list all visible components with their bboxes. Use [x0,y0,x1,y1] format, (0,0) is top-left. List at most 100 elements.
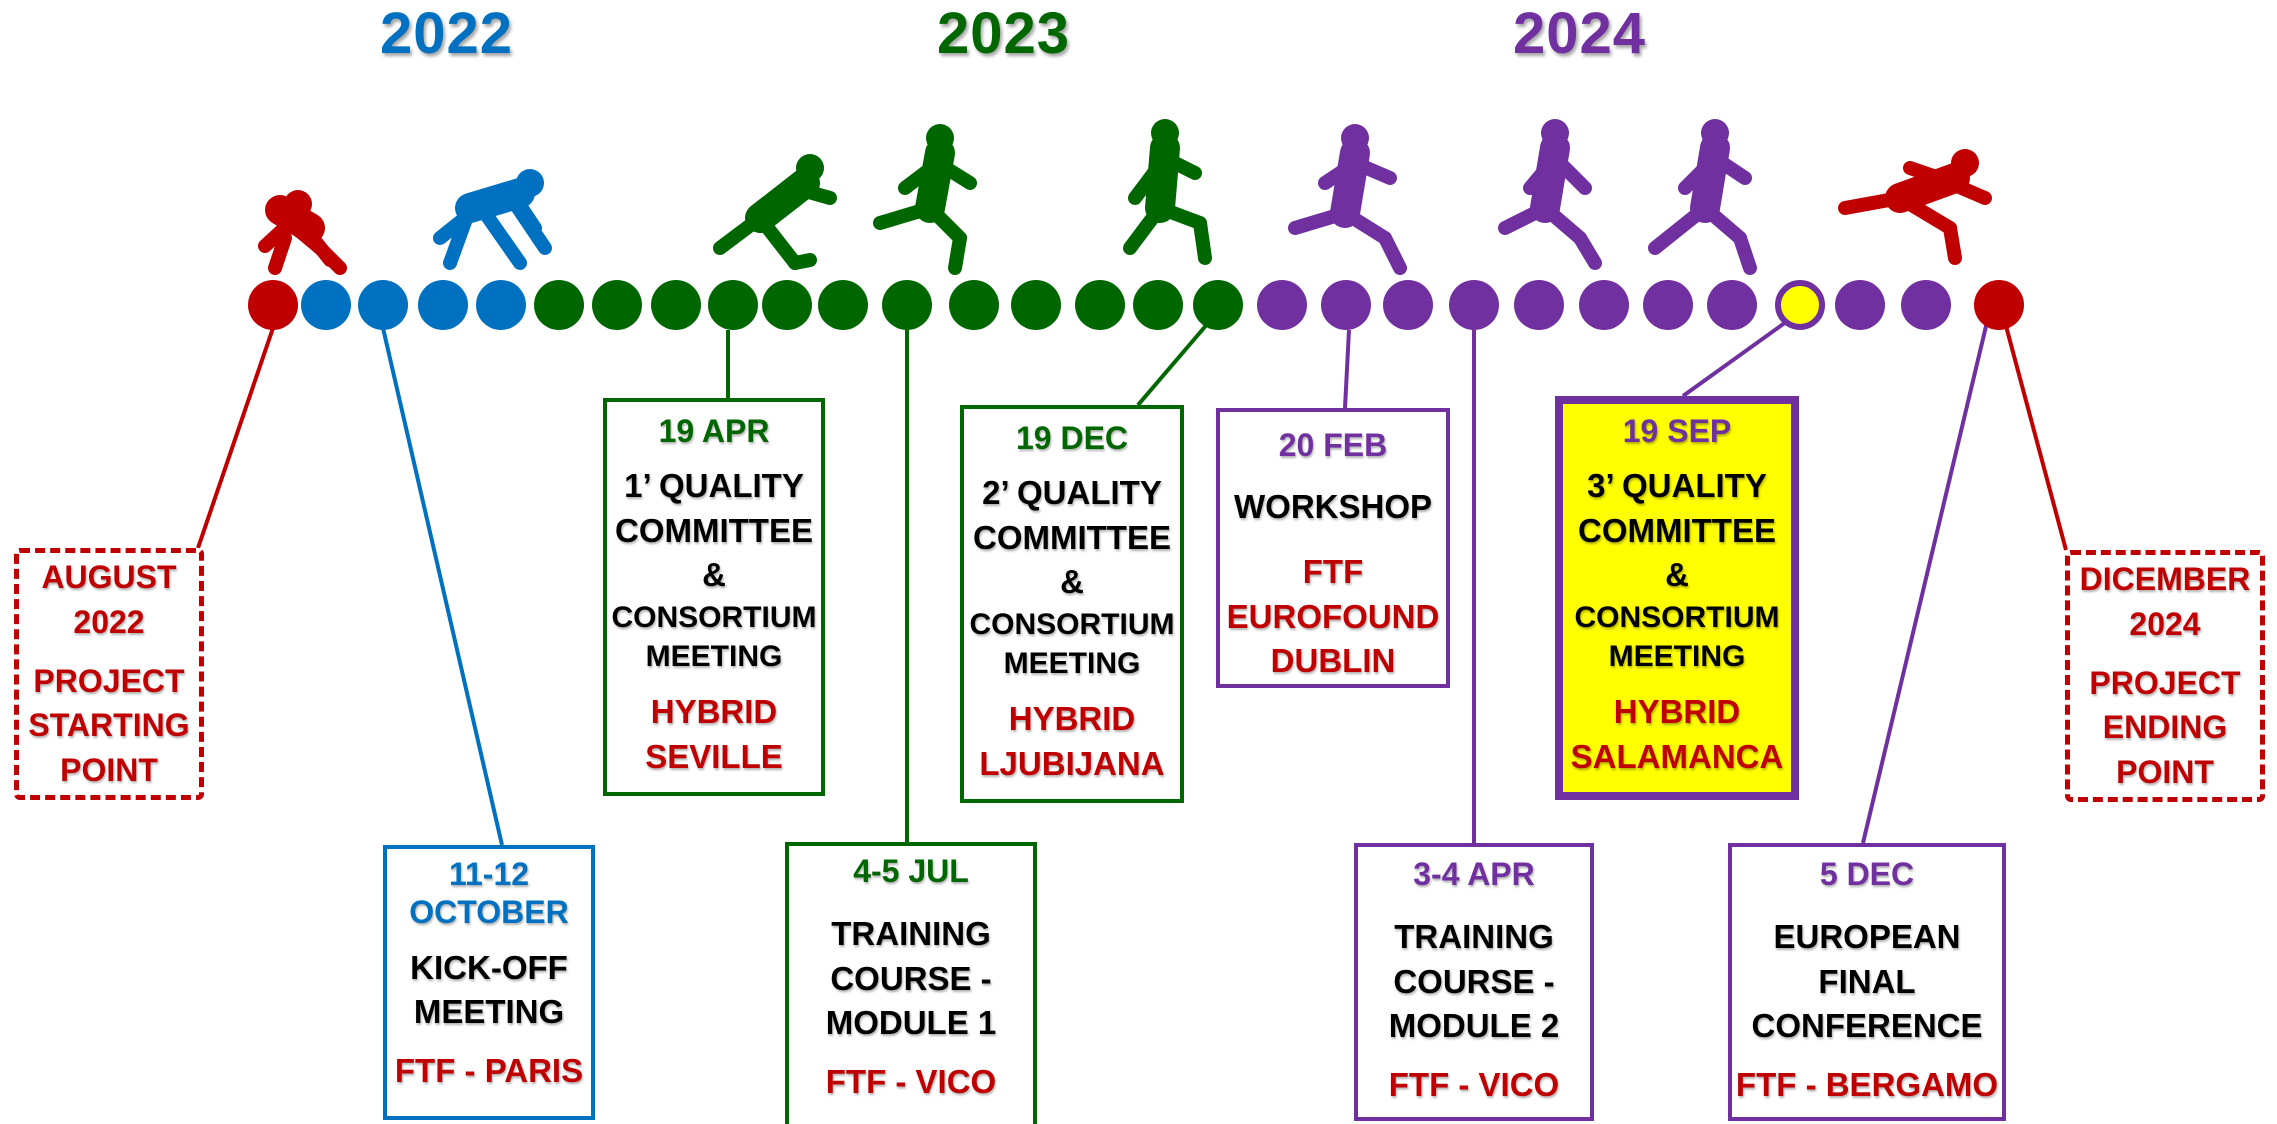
event-training-course-2-box: 3-4 APR TRAINING COURSE - MODULE 2 FTF -… [1354,843,1594,1121]
event-title: MODULE 2 [1388,1007,1560,1045]
timeline-dot [418,280,468,330]
event-place: FTF - PARIS [394,1051,584,1089]
timeline-dot [1835,280,1885,330]
event-place: SEVILLE [645,737,783,775]
timeline-dot [762,280,812,330]
event-place: LJUBIJANA [979,744,1165,782]
event-title: COURSE - [1393,962,1555,1000]
event-place: HYBRID [1008,700,1136,738]
runner-run-icon [1498,119,1602,270]
event-title: COMMITTEE [973,518,1171,556]
timeline-dot [1011,280,1061,330]
event-quality-committee-1-box: 19 APR 1’ QUALITY COMMITTEE & CONSORTIUM… [603,398,825,796]
timeline-dot [248,280,298,330]
event-place: HYBRID [1613,693,1741,731]
event-title: FINAL [1818,962,1916,1000]
timeline-dot [1514,280,1564,330]
year-2022-heading: 2022 [380,1,514,66]
event-quality-committee-2-box: 19 DEC 2’ QUALITY COMMITTEE & CONSORTIUM… [960,405,1184,803]
event-ampersand: & [1665,556,1689,594]
event-place: HYBRID [650,693,778,731]
runner-upright-icon [1123,119,1212,265]
runner-jog-icon [1648,119,1757,275]
end-month: DICEMBER [2079,561,2251,597]
event-place: FTF - BERGAMO [1735,1066,1999,1104]
runner-sprint-icon [873,124,977,275]
connector-lines [196,320,2068,846]
timeline-dot [1133,280,1183,330]
year-2024-heading: 2024 [1513,1,1647,66]
event-date: 19 SEP [1622,413,1732,449]
timeline-dot [1193,280,1243,330]
timeline-dot [1901,280,1951,330]
event-title: COMMITTEE [1578,511,1776,549]
qc2-connector-line [1136,320,1211,407]
event-title: 1’ QUALITY [624,467,804,505]
event-workshop-box: 20 FEB WORKSHOP FTF EUROFOUND DUBLIN [1216,408,1450,688]
event-subtitle: CONSORTIUM [611,601,817,635]
event-subtitle: MEETING [1003,647,1141,681]
start-label-1: PROJECT [33,662,185,699]
runner-stride-icon [1288,124,1407,275]
runner-crouch-icon [258,190,347,275]
event-place: SALAMANCA [1570,737,1784,775]
final-connector-line [1861,321,1989,844]
event-date: 4-5 JUL [853,853,969,889]
timeline-dot [1579,280,1629,330]
timeline-dot [534,280,584,330]
runner-accelerate-icon [713,154,837,270]
qc3-connector-line [1681,320,1788,398]
end-label-3: POINT [2116,754,2214,791]
event-date-month: OCTOBER [409,894,569,931]
event-quality-committee-3-box: 19 SEP 3’ QUALITY COMMITTEE & CONSORTIUM… [1555,396,1799,800]
timeline-dot [1321,280,1371,330]
timeline-dot [1383,280,1433,330]
timeline-dot [1707,280,1757,330]
timeline-dot [818,280,868,330]
event-subtitle: MEETING [645,640,783,674]
runner-start-icon [433,169,552,270]
event-title: EUROPEAN [1773,918,1961,956]
timeline-dot [301,280,351,330]
event-title: 2’ QUALITY [982,474,1162,512]
event-title: COURSE - [830,959,992,997]
event-title: MODULE 1 [825,1004,997,1042]
timeline-dot [949,280,999,330]
end-year: 2024 [2129,605,2201,642]
timeline-dot [1643,280,1693,330]
event-kickoff-box: 11-12 OCTOBER KICK-OFF MEETING FTF - PAR… [383,845,595,1120]
runner-icons [258,119,1992,275]
timeline-dot [882,280,932,330]
event-title: COMMITTEE [615,511,813,549]
project-end-box: DICEMBER 2024 PROJECT ENDING POINT [2065,550,2265,802]
timeline-dots [248,280,2024,330]
event-title: CONFERENCE [1751,1007,1983,1045]
start-label-2: STARTING [28,707,190,744]
event-place: FTF [1302,553,1364,591]
timeline-dot [476,280,526,330]
event-title: TRAINING [831,915,991,953]
event-subtitle: CONSORTIUM [969,608,1175,642]
timeline-dot [1449,280,1499,330]
start-label-3: POINT [60,752,158,789]
event-date: 11-12 [448,856,530,892]
timeline-dot [708,280,758,330]
event-place: EUROFOUND [1226,597,1440,635]
project-start-box: AUGUST 2022 PROJECT STARTING POINT [14,548,204,800]
event-subtitle: CONSORTIUM [1574,601,1780,635]
year-2023-heading: 2023 [937,1,1071,66]
kickoff-connector-line [381,327,504,846]
timeline-dot [1257,280,1307,330]
event-subtitle: MEETING [1608,640,1746,674]
event-ampersand: & [702,556,726,594]
timeline-dot [592,280,642,330]
event-place: DUBLIN [1270,642,1396,680]
event-title: WORKSHOP [1234,488,1432,526]
timeline-dot [1075,280,1125,330]
start-connector-line [196,327,275,549]
event-date: 5 DEC [1819,856,1915,892]
event-place: FTF - VICO [1388,1066,1560,1104]
event-ampersand: & [1060,563,1084,601]
